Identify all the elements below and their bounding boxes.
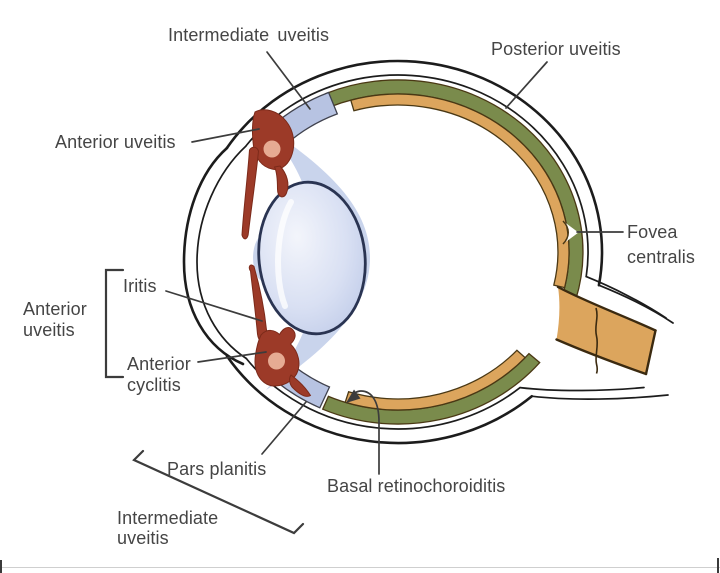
page-corner-tick-left bbox=[0, 560, 2, 573]
lens-highlight bbox=[275, 199, 294, 309]
sclera-outer-outline-bottom bbox=[225, 354, 534, 445]
page-bottom-rule bbox=[0, 567, 720, 568]
lens bbox=[257, 180, 367, 336]
pointer-anterior-cyclitis bbox=[197, 351, 267, 363]
inflammation-spot-upper bbox=[263, 140, 281, 158]
iris-lower bbox=[248, 264, 270, 343]
bracket-intermediate-uveitis bbox=[132, 449, 305, 535]
cornea-outer bbox=[182, 146, 245, 366]
sclera-outer-outline bbox=[225, 59, 604, 287]
pointer-intermediate-top bbox=[266, 51, 311, 110]
page-corner-tick-right bbox=[717, 558, 719, 573]
label-iritis: Iritis bbox=[123, 276, 157, 296]
label-fovea-centralis-line1: Fovea bbox=[627, 222, 678, 242]
label-anterior-cyclitis: Anterior cyclitis bbox=[127, 354, 191, 396]
label-anterior-uveitis-group-line2: uveitis bbox=[23, 320, 75, 340]
label-intermediate-uveitis-bottom: Intermediate uveitis bbox=[117, 508, 218, 548]
pointer-anterior-top bbox=[191, 128, 260, 143]
nerve-sheath-upper-outer bbox=[598, 284, 674, 324]
nerve-sheath-lower-inner bbox=[519, 386, 645, 392]
label-anterior-cyclitis-line1: Anterior bbox=[127, 354, 191, 374]
basal-arrowhead bbox=[346, 389, 361, 403]
pointer-iritis bbox=[165, 290, 263, 322]
cornea-inner bbox=[196, 145, 248, 360]
inflammation-spot-lower bbox=[268, 352, 285, 370]
optic-nerve-end-edge bbox=[644, 329, 657, 376]
optic-nerve-lamina-line bbox=[594, 307, 599, 374]
optic-nerve-top-edge bbox=[556, 285, 657, 332]
retina-band-top bbox=[349, 93, 570, 289]
label-intermediate-uveitis-bottom-line1: Intermediate bbox=[117, 508, 219, 528]
label-pars-planitis: Pars planitis bbox=[167, 459, 267, 479]
bracket-anterior-uveitis bbox=[104, 268, 125, 379]
pointer-pars-planitis bbox=[261, 401, 307, 455]
label-fovea-centralis-line2: centralis bbox=[627, 247, 695, 267]
optic-nerve bbox=[556, 287, 656, 374]
ciliary-body-upper bbox=[252, 109, 295, 170]
label-fovea-centralis: Fovea centralis bbox=[627, 220, 695, 270]
label-anterior-uveitis-group: Anterior uveitis bbox=[23, 299, 87, 341]
pointer-posterior bbox=[505, 61, 548, 109]
ciliary-tail-lower bbox=[289, 374, 312, 397]
label-anterior-cyclitis-line2: cyclitis bbox=[127, 375, 181, 395]
sclera-inner-outline-bottom bbox=[245, 357, 521, 430]
optic-nerve-bottom-edge bbox=[555, 338, 648, 376]
fovea-notch-line bbox=[562, 220, 569, 245]
label-basal-retinochoroiditis: Basal retinochoroiditis bbox=[327, 476, 506, 496]
nerve-sheath-lower-outer bbox=[530, 394, 669, 401]
label-anterior-uveitis-top: Anterior uveitis bbox=[55, 132, 176, 152]
label-intermediate-uveitis-top: Intermediate uveitis bbox=[168, 25, 330, 45]
label-anterior-uveitis-group-line1: Anterior bbox=[23, 299, 87, 319]
ciliary-drip-upper bbox=[273, 165, 289, 198]
label-intermediate-uveitis-bottom-line2: uveitis bbox=[117, 528, 169, 548]
iris-upper bbox=[241, 146, 260, 240]
label-posterior-uveitis: Posterior uveitis bbox=[491, 39, 621, 59]
retina-band-bottom bbox=[344, 349, 527, 411]
